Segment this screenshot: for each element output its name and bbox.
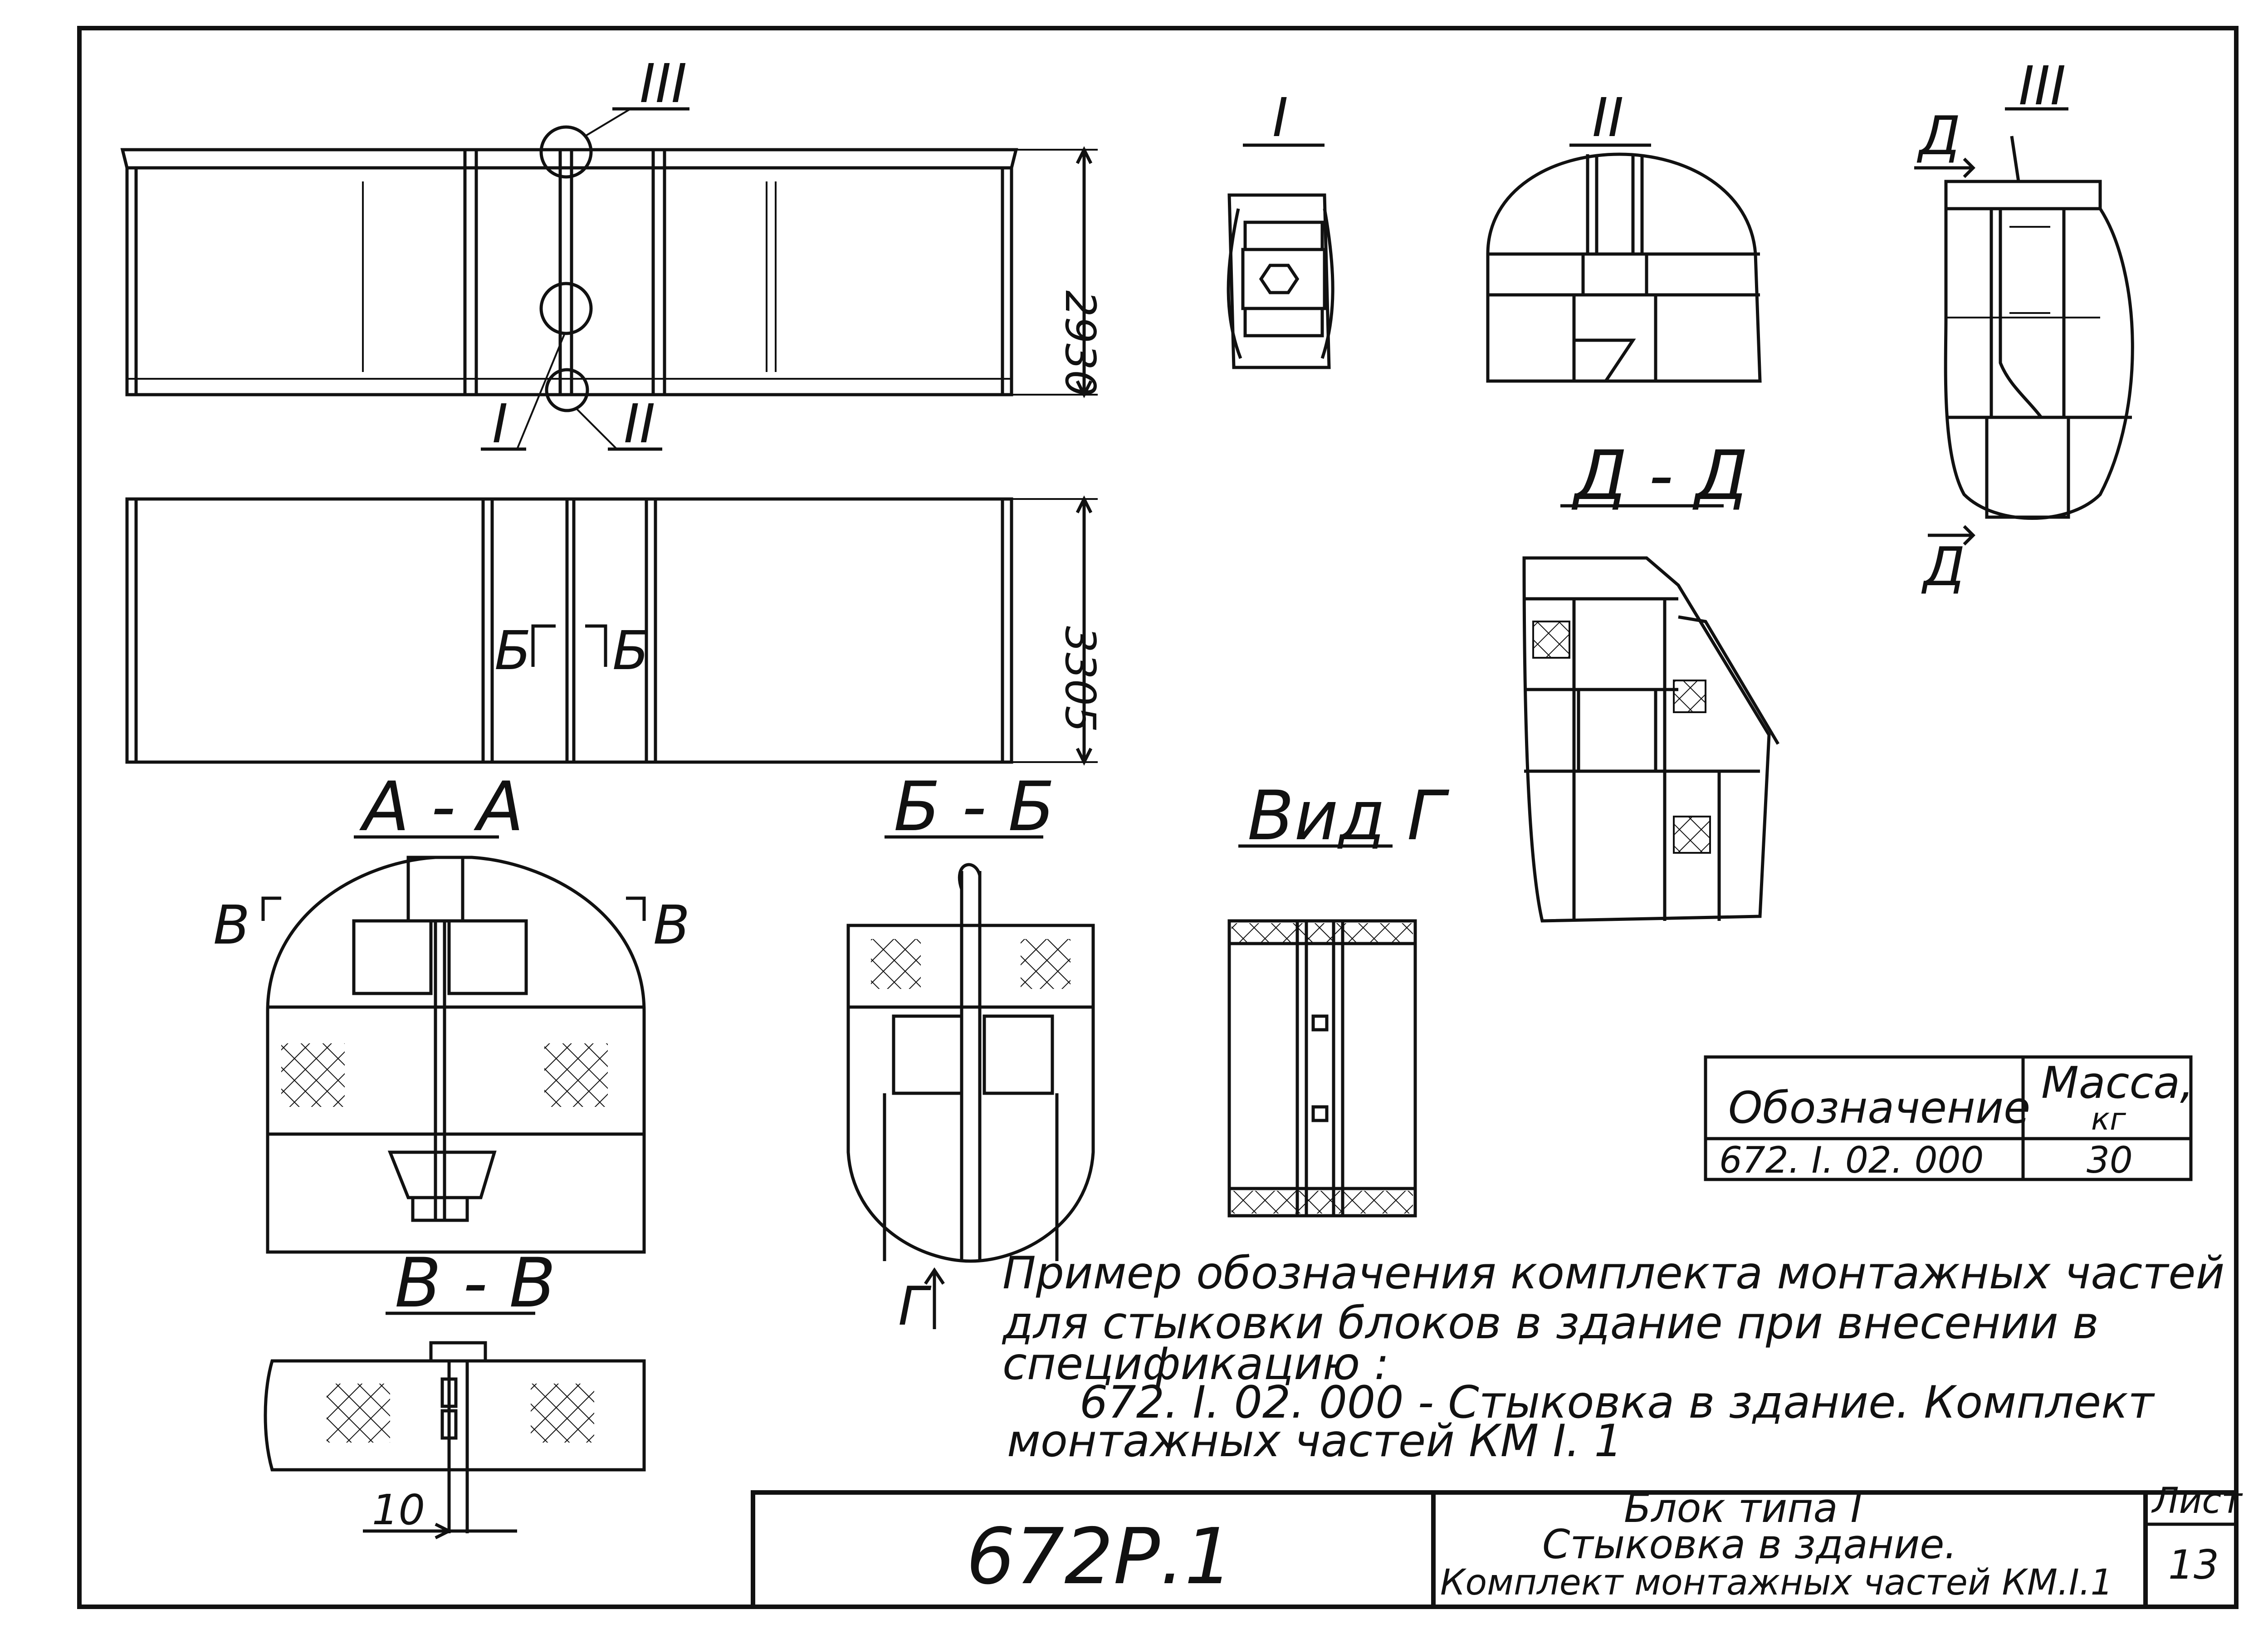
mass-table-header-mass: Масса, xyxy=(2041,1057,2194,1108)
section-mark-v-right: В xyxy=(653,894,690,956)
mass-table-header-designation: Обозначение xyxy=(1728,1082,2030,1133)
section-mark-d-bottom: Д xyxy=(1921,535,1965,598)
section-v-v xyxy=(264,1341,646,1540)
plan-view xyxy=(125,495,1098,766)
callout-III-top: III xyxy=(640,52,687,115)
section-title-d-d: Д - Д xyxy=(1571,436,1748,515)
callout-I-elev: I xyxy=(492,392,508,455)
section-title-vid-g: Вид Г xyxy=(1247,777,1450,856)
section-a-a xyxy=(261,856,646,1254)
callout-II-detail: II xyxy=(1592,86,1624,149)
title-block-line-2: Стыковка в здание. xyxy=(1542,1521,1957,1568)
section-mark-v-left: В xyxy=(213,894,250,956)
section-d-d xyxy=(1522,556,1780,923)
elevation-view xyxy=(120,107,1098,451)
detail-I xyxy=(1227,143,1334,369)
title-block-line-1: Блок типа I xyxy=(1624,1485,1862,1531)
section-mark-b-right: Б xyxy=(612,619,649,682)
note-line-3: спецификацию : xyxy=(1002,1338,1389,1390)
dimension-gap: 10 xyxy=(372,1486,425,1534)
note-line-4: 672. I. 02. 000 - Стыковка в здание. Ком… xyxy=(1080,1377,2155,1429)
section-b-b xyxy=(846,863,1095,1329)
note-line-2: для стыковки блоков в здание при внесени… xyxy=(1002,1297,2099,1349)
dimension-width: 3305 xyxy=(1056,626,1105,732)
mass-table-row-designation: 672. I. 02. 000 xyxy=(1719,1139,1984,1181)
section-mark-g: Г xyxy=(898,1275,932,1337)
dimension-height: 2930 xyxy=(1056,290,1105,396)
section-title-v-v: В - В xyxy=(395,1244,556,1323)
title-block xyxy=(751,1490,2239,1609)
mass-table-header-mass-unit: кг xyxy=(2091,1101,2126,1137)
title-block-sheet-label: Лист xyxy=(2151,1481,2243,1521)
section-title-b-b: Б - Б xyxy=(894,768,1055,846)
callout-II-elev: II xyxy=(624,392,655,455)
title-block-sheet-number: 13 xyxy=(2168,1541,2219,1588)
callout-I-detail: I xyxy=(1272,86,1288,149)
view-g xyxy=(1227,919,1417,1218)
section-title-a-a: А - А xyxy=(359,768,524,846)
title-block-line-3: Комплект монтажных частей КМ.I.1 xyxy=(1440,1562,2113,1603)
mass-table-row-mass: 30 xyxy=(2087,1139,2133,1181)
note-line-5: монтажных частей КМ I. 1 xyxy=(1007,1415,1623,1467)
note-line-1: Пример обозначения комплекта монтажных ч… xyxy=(1002,1248,2224,1299)
mass-table xyxy=(1704,1055,2193,1181)
callout-III-detail: III xyxy=(2019,54,2066,117)
detail-III xyxy=(1914,107,2134,546)
detail-II xyxy=(1486,143,1762,383)
section-mark-b-left: Б xyxy=(494,619,531,682)
section-mark-d-top: Д xyxy=(1916,104,1960,167)
title-block-code: 672Р.1 xyxy=(966,1512,1233,1602)
